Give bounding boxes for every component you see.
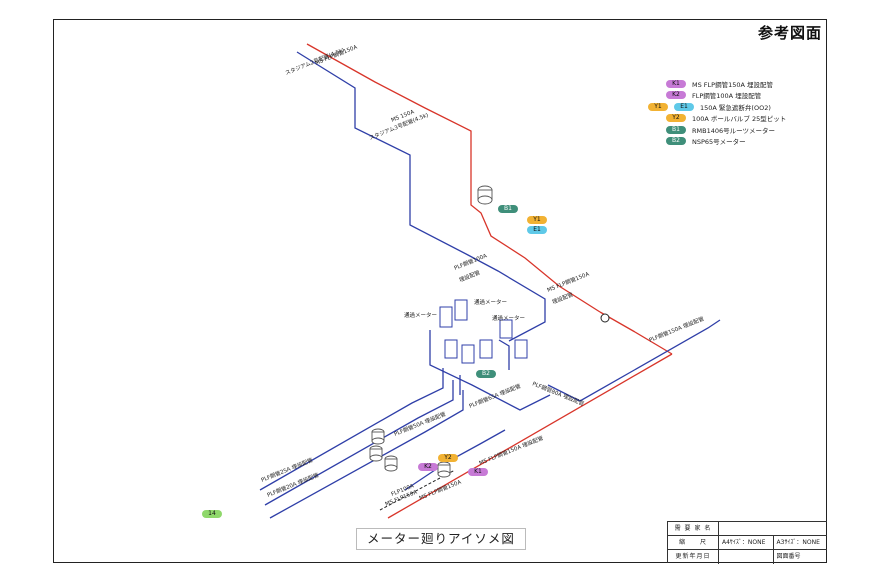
legend-badge-y2: Y2 — [666, 114, 686, 123]
customer-name-value — [719, 522, 827, 535]
legend-text-b1: RMB1406号ルーツメーター — [692, 126, 775, 135]
label-out-2: PLF鋼管65A 埋設配管 — [468, 382, 523, 410]
label-in-low: MS FLP鋼管150A — [418, 478, 463, 502]
label-bypass-meter-1: 通過メーター — [404, 311, 437, 319]
legend-badge-e1: E1 — [674, 102, 694, 111]
blue-pipe-line — [259, 51, 721, 519]
legend-badge-k1: K1 — [666, 79, 686, 88]
meter-tanks — [369, 185, 493, 478]
diagram-badge-b2: B2 — [476, 370, 496, 378]
diagram-badge-b1: B1 — [498, 205, 518, 213]
diagram-badge-14: 14 — [202, 510, 222, 518]
customer-name-label: 需 要 家 名 — [668, 522, 719, 535]
diagram-badge-y1: Y1 — [527, 216, 547, 224]
diagram-badge-e1: E1 — [527, 226, 547, 234]
label-bypass-meter-3: 通過メーター — [492, 314, 525, 322]
legend-badge-y1: Y1 — [648, 102, 668, 111]
legend-row-y2: Y2 100A ボールバルブ 25型ピット — [666, 113, 786, 125]
label-out-1: PLF鋼管80A 埋設配管 — [531, 379, 586, 407]
update-date-value — [719, 550, 774, 564]
update-date-label: 更新年月日 — [668, 550, 719, 564]
red-pipe-line — [306, 43, 673, 519]
label-bypass-meter-2: 通過メーター — [474, 298, 507, 306]
legend: K1 MS FLP鋼管150A 埋設配管 K2 FLP鋼管100A 埋設配管 Y… — [648, 78, 786, 148]
legend-badge-b1: B1 — [666, 125, 686, 134]
pipe-labels: MS FLP鋼管150A スタジアム2号配管(4.5k) スタジアム3号配管(4… — [260, 43, 706, 508]
drawing-frame — [53, 19, 827, 563]
legend-row-y1: Y1 E1 150A 緊急遮断弁(OO2) — [648, 101, 786, 113]
legend-badge-k2: K2 — [666, 91, 686, 100]
title-block-row-scale: 縮 尺 A4ｻｲｽﾞ：NONE A3ｻｲｽﾞ：NONE — [668, 536, 827, 550]
legend-row-b1: B1 RMB1406号ルーツメーター — [666, 124, 786, 136]
title-block-row-customer: 需 要 家 名 — [668, 522, 827, 536]
label-right: PLF鋼管150A 埋設配管 — [648, 314, 706, 344]
label-red-mid-sub: 埋設配管 — [551, 290, 575, 306]
label-main-in: MS FLP鋼管150A 埋設配管 — [478, 434, 545, 467]
legend-row-b2: B2 NSP65号メーター — [666, 136, 786, 148]
label-red-mid: MS FLP鋼管150A — [546, 270, 591, 294]
title-block: 需 要 家 名 縮 尺 A4ｻｲｽﾞ：NONE A3ｻｲｽﾞ：NONE 更新年月… — [667, 521, 827, 564]
title-block-row-date: 更新年月日 図面番号 — [668, 550, 827, 564]
legend-row-k1: K1 MS FLP鋼管150A 埋設配管 — [666, 78, 786, 90]
reference-drawing-label: 参考図面 — [757, 24, 822, 42]
label-blue-mid: PLF鋼管100A — [453, 251, 488, 272]
legend-text-b2: NSP65号メーター — [692, 138, 746, 147]
diagram-badge-y2: Y2 — [438, 454, 458, 462]
gate-valve-symbol — [600, 313, 610, 323]
legend-text-y2: 100A ボールバルブ 25型ピット — [692, 115, 787, 124]
legend-badge-b2: B2 — [666, 137, 686, 146]
legend-row-k2: K2 FLP鋼管100A 埋設配管 — [666, 90, 786, 102]
legend-text-k2: FLP鋼管100A 埋設配管 — [692, 92, 762, 101]
scale-a3: A3ｻｲｽﾞ：NONE — [776, 539, 820, 546]
legend-text-k1: MS FLP鋼管150A 埋設配管 — [692, 80, 773, 89]
label-blue-top: スタジアム2号配管(4.5k) — [284, 46, 346, 77]
diagram-badge-k2: K2 — [418, 463, 438, 471]
legend-text-y1: 150A 緊急遮断弁(OO2) — [700, 103, 771, 112]
scale-label: 縮 尺 — [668, 536, 719, 549]
meter-block — [439, 299, 528, 364]
drawing-number-label: 図面番号 — [776, 553, 801, 560]
label-blue-mid-sub: 埋設配管 — [458, 268, 482, 284]
diagram-title: メーター廻りアイソメ図 — [356, 528, 526, 550]
scale-a4: A4ｻｲｽﾞ：NONE — [719, 536, 774, 549]
diagram-badge-k1: K1 — [468, 468, 488, 476]
